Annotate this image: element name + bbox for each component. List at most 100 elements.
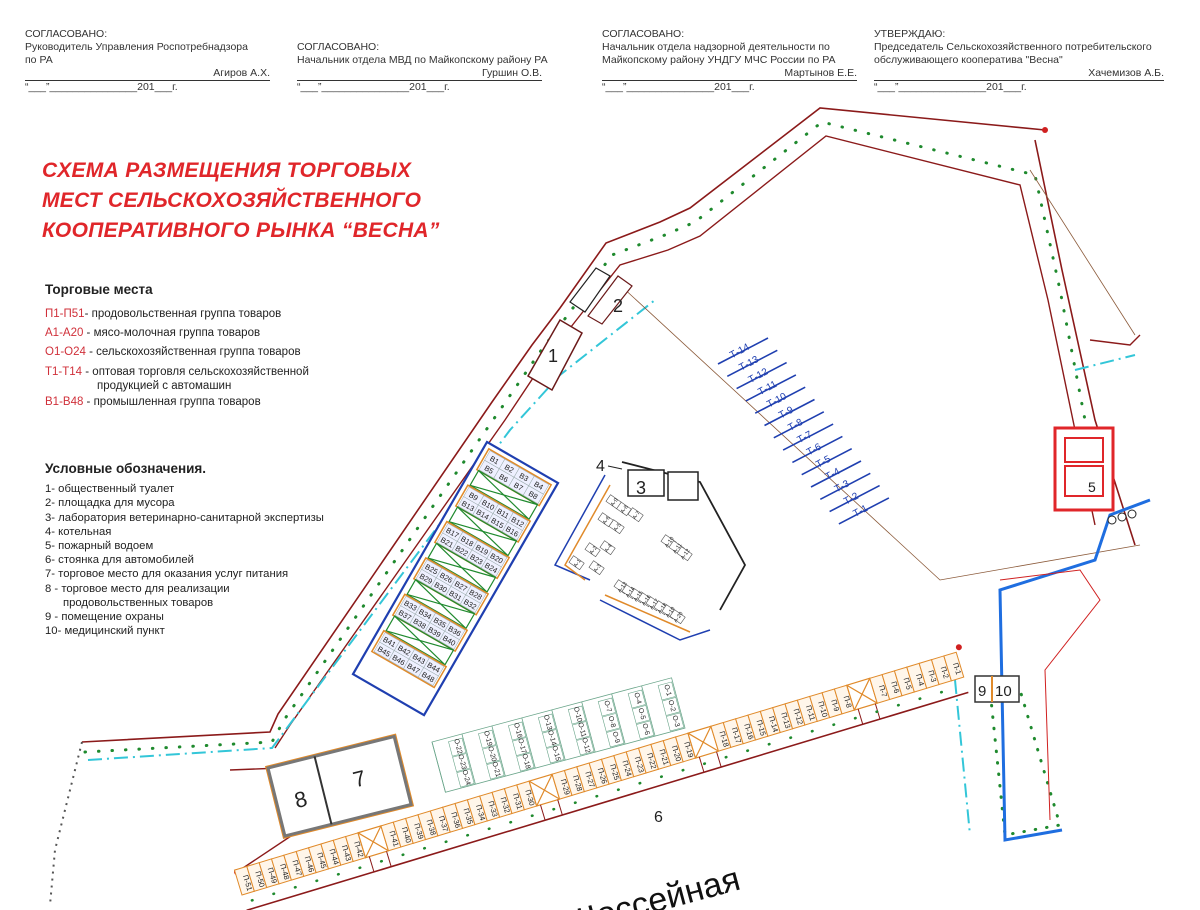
- o-divider: [641, 685, 656, 737]
- stall-b-label: В7: [512, 480, 524, 492]
- stall-o-cell: [546, 744, 565, 764]
- stall-b-cell: [459, 594, 481, 614]
- stall-o-label: О-10: [572, 706, 583, 723]
- legend-item: П1-П51- продовольственная группа товаров: [45, 305, 309, 324]
- stall-a-label: А-18: [657, 602, 669, 615]
- stall-b-cell: [522, 485, 544, 505]
- o-divider: [461, 733, 476, 785]
- stall-o-label: О-15: [550, 745, 561, 762]
- stall-o-label: О-1: [662, 684, 672, 697]
- o-divider: [491, 725, 506, 777]
- stall-o-label: О-7: [602, 700, 612, 713]
- legend-code: О1-О24: [45, 346, 86, 358]
- stall-a-label: А-20: [673, 611, 685, 624]
- green-dots: [83, 120, 1112, 754]
- legend-symbol-item: 8 - торговое место для реализации: [45, 582, 230, 595]
- stall-o-label: О-24: [460, 769, 471, 786]
- hydrant-icon: [1107, 515, 1117, 525]
- approval-signature-name: Хачемизов А.Б.: [874, 67, 1164, 81]
- stall-o-label: О-14: [546, 730, 557, 747]
- p-gap-cross: [853, 678, 871, 711]
- b-green-cross: [385, 630, 454, 651]
- b-pair-frame: [370, 629, 448, 689]
- marker-5: 5: [1088, 479, 1096, 495]
- legend-symbols-heading: Условные обозначения.: [45, 461, 207, 476]
- legend-item: А1-А20 - мясо-молочная группа товаров: [45, 324, 309, 343]
- stall-o-cell: [576, 736, 595, 756]
- stall-o-cell: [542, 729, 561, 748]
- legend-symbol-item: 7- торговое место для оказания услуг пит…: [45, 568, 289, 581]
- title-line: МЕСТ СЕЛЬСКОХОЗЯЙСТВЕННОГО: [42, 189, 422, 212]
- legend-symbol-item: 3- лаборатория ветеринарно-санитарной эк…: [45, 511, 324, 524]
- b-green-zone: [406, 578, 476, 630]
- legend-symbol-item: 1- общественный туалет: [45, 483, 175, 496]
- legend-symbol-item: 10- медицинский пункт: [45, 625, 165, 638]
- right-green-area: [988, 498, 1151, 842]
- o-divider: [611, 693, 626, 745]
- stall-o-cell: [448, 737, 467, 757]
- stall-a-label: А-8: [620, 504, 630, 514]
- buildings-7-8: 8 7: [264, 733, 415, 839]
- legend-item: О1-О24 - сельскохозяйственная группа тов…: [45, 343, 309, 362]
- marker-9: 9: [978, 683, 986, 700]
- p-gap-cross: [536, 773, 553, 807]
- security-medical-building: 9 10: [974, 675, 1020, 703]
- approval-position: Начальник отдела надзорной деятельности …: [602, 41, 830, 53]
- boundary-fence-right: [1034, 139, 1136, 546]
- stall-o-label: О-6: [641, 723, 651, 736]
- stall-a-label: А-17: [649, 598, 661, 611]
- stall-o-label: О-18: [520, 753, 531, 770]
- stall-t-line: [736, 361, 787, 390]
- parking-divider: [857, 708, 864, 725]
- stall-t-line: [801, 447, 853, 476]
- water-pipe: [998, 498, 1151, 842]
- stall-o-cell: [661, 697, 681, 716]
- marker-8: 8: [292, 786, 310, 813]
- o-divider: [521, 717, 536, 769]
- stall-a-cell: [669, 609, 686, 625]
- legend-desc: - продовольственная группа товаров: [84, 308, 282, 320]
- approval-position: Руководитель Управления Роспотребнадзора: [25, 41, 248, 53]
- stall-a-cell: [676, 546, 693, 562]
- legend-desc: - мясо-молочная группа товаров: [83, 327, 261, 339]
- stalls-b-block: В1В2В3В4В5В6В7В8В9В10В11В12В13В14В15В16В…: [351, 440, 560, 717]
- approval-position: Начальник отдела МВД по Майкопскому райо…: [297, 54, 548, 66]
- approval-block-rospotrebnadzor: СОГЛАСОВАНО: Руководитель Управления Рос…: [25, 28, 270, 94]
- stall-b-label: В6: [497, 472, 509, 484]
- approval-heading: СОГЛАСОВАНО:: [602, 28, 685, 40]
- marker-1: 1: [548, 346, 558, 366]
- stall-t-label: Т-5: [814, 454, 833, 471]
- stall-a-label: А-4: [604, 543, 614, 553]
- approval-signature-name: Агиров А.Х.: [25, 67, 270, 81]
- garbage-area: 2: [569, 267, 633, 325]
- approval-position: обслуживающего кооператива "Весна": [874, 54, 1063, 66]
- stall-a-cell: [599, 540, 616, 556]
- parking-divider: [540, 804, 546, 821]
- approval-position: Майкопскому району УНДГУ МЧС России по Р…: [602, 54, 836, 66]
- p-gap-cross: [364, 825, 382, 858]
- stall-b-label: В8: [527, 489, 539, 501]
- stall-t-line: [754, 386, 806, 414]
- boundary-fence-outer: [81, 107, 1046, 743]
- approval-date: “___”_______________201___г.: [25, 81, 178, 93]
- stall-b-label: В2: [503, 462, 515, 474]
- legend-stalls: Торговые места П1-П51- продовольственная…: [45, 280, 309, 412]
- stall-a-label: А-11: [672, 542, 683, 555]
- thin-line-2: [1029, 169, 1136, 336]
- stall-t-line: [726, 349, 778, 378]
- marker-10: 10: [995, 683, 1012, 700]
- o-divider: [431, 741, 446, 793]
- stall-o-cell: [572, 721, 591, 740]
- stall-a-label: А-12: [680, 548, 692, 561]
- stall-o-cell: [627, 689, 646, 709]
- legend-symbol-item: 9 - помещение охраны: [45, 611, 164, 624]
- stall-a-label: А-6: [602, 515, 612, 525]
- legend-item: В1-В48 - промышленная группа товаров: [45, 393, 309, 412]
- stall-b-cell: [438, 630, 460, 650]
- stall-o-cell: [601, 713, 621, 732]
- stall-b-cell: [417, 667, 439, 686]
- building-toilet: 1: [526, 318, 583, 392]
- stalls-t-group: Т-14Т-13Т-12Т-11Т-10Т-9Т-8Т-7Т-6Т-5Т-4Т-…: [717, 337, 890, 525]
